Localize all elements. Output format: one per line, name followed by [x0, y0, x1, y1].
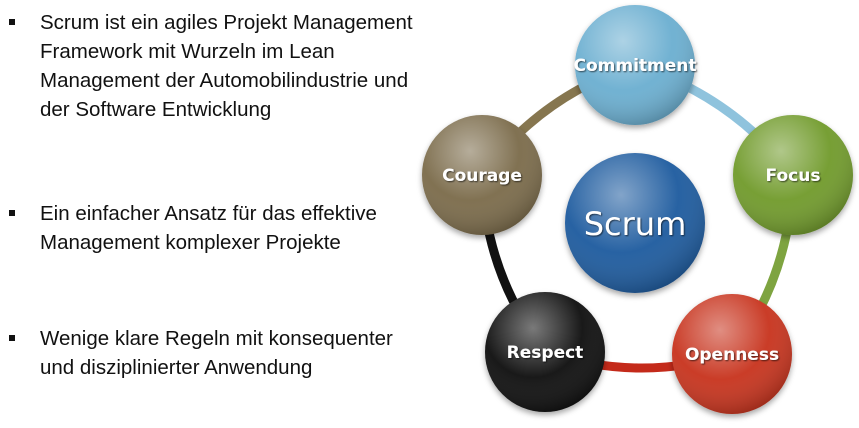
bullet-text: Scrum ist ein agiles Projekt Management …	[40, 11, 413, 121]
center-label: Scrum	[584, 205, 687, 243]
node-label: Openness	[685, 345, 779, 365]
square-bullet-icon	[9, 19, 15, 25]
node-commitment: Commitment	[573, 5, 697, 125]
node-courage: Courage	[422, 115, 542, 235]
square-bullet-icon	[9, 335, 15, 341]
bullet-list: Scrum ist ein agiles Projekt Management …	[0, 0, 420, 428]
node-label: Courage	[442, 166, 522, 186]
node-label: Commitment	[573, 56, 696, 76]
bullet-text: Ein einfacher Ansatz für das effektive M…	[40, 202, 377, 254]
square-bullet-icon	[9, 210, 15, 216]
center-circle: Scrum	[565, 153, 705, 293]
node-openness: Openness	[672, 294, 792, 414]
bullet-text: Wenige klare Regeln mit konsequenter und…	[40, 327, 393, 379]
node-label: Focus	[766, 166, 821, 186]
node-label: Respect	[507, 343, 584, 363]
node-focus: Focus	[733, 115, 853, 235]
node-respect: Respect	[485, 292, 605, 412]
